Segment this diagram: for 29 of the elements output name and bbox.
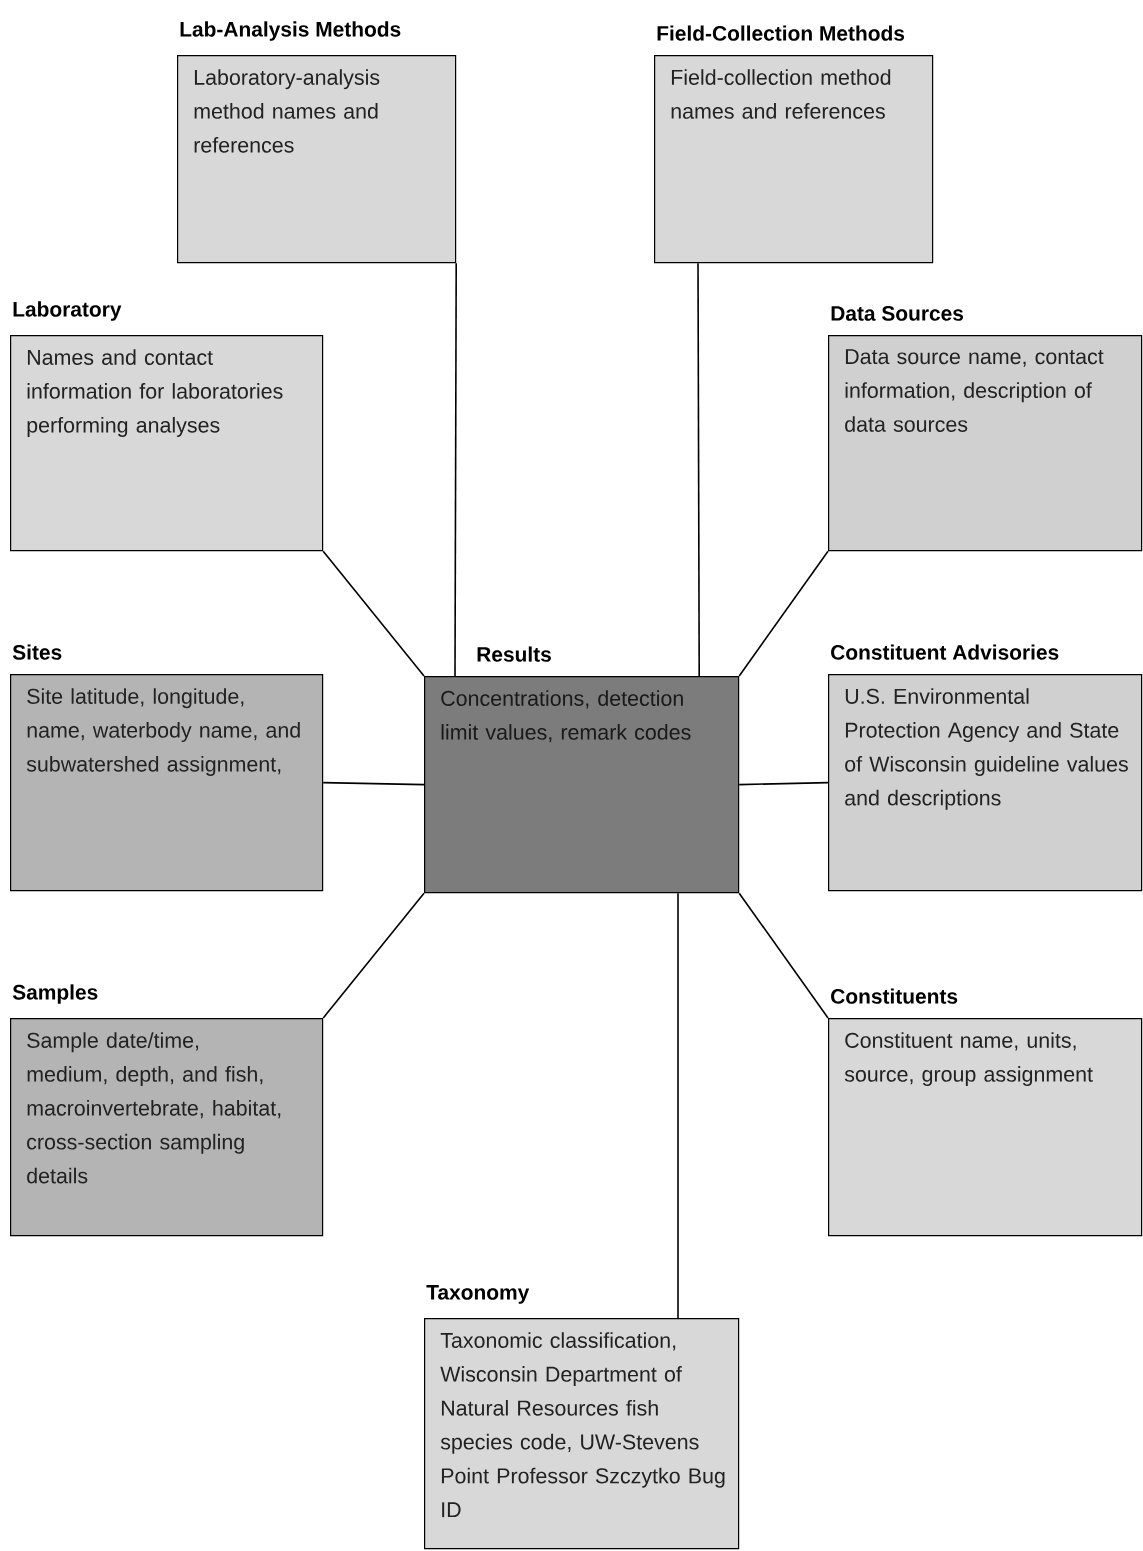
- info-box: Site latitude, longitude, name, waterbody name, and subwatershed assignment,: [10, 674, 324, 892]
- box-heading: Constituent Advisories: [831, 644, 1059, 660]
- info-box: U.S. Environmental Protection Agency and State of Wisconsin guideline values and descriptions: [828, 674, 1143, 892]
- box-heading: Data Sources: [831, 306, 964, 321]
- box-heading: Samples: [12, 984, 98, 1004]
- connector-line: [322, 781, 425, 786]
- connector-line: [697, 262, 700, 677]
- info-box: Constituent name, units, source, group assignment: [828, 1018, 1143, 1237]
- box-heading: Laboratory: [13, 301, 122, 321]
- box-heading: Sites: [12, 644, 62, 660]
- connector-line: [322, 892, 425, 1019]
- info-box: Laboratory-analysis method names and references: [177, 55, 457, 264]
- connector-line: [738, 892, 829, 1019]
- connector-line: [677, 892, 679, 1319]
- info-box: Field-collection method names and references: [654, 55, 934, 264]
- box-heading: Constituents: [831, 988, 958, 1004]
- connector-line: [322, 550, 425, 677]
- info-box: Names and contact information for laboratories performing analyses: [10, 335, 324, 552]
- box-heading: Taxonomy: [426, 1285, 530, 1304]
- info-box: Sample date/time, medium, depth, and fish, macroinvertebrate, habitat, cross-section sampling details: [10, 1018, 324, 1237]
- info-box: Concentrations, detection limit values, remark codes: [424, 676, 740, 894]
- box-heading: Field-Collection Methods: [657, 25, 905, 41]
- connector-line: [738, 550, 829, 677]
- connector-line: [738, 781, 829, 786]
- box-heading: Results: [477, 646, 551, 662]
- box-heading: Lab-Analysis Methods: [180, 21, 401, 41]
- info-box: Taxonomic classification, Wisconsin Department of Natural Resources fish species code, UW-Stevens Point Professor Szczytko Bug ID: [424, 1318, 740, 1550]
- connector-line: [454, 262, 457, 677]
- info-box: Data source name, contact information, description of data sources: [828, 335, 1143, 552]
